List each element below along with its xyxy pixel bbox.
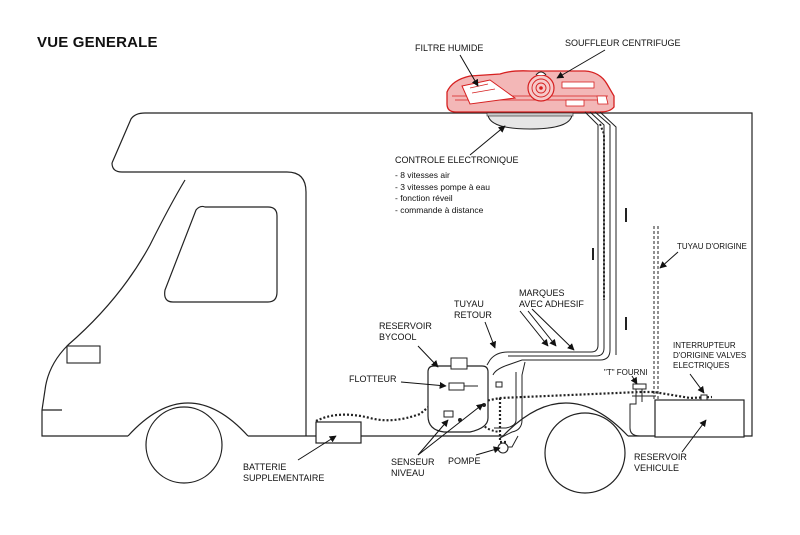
feature-item: - fonction réveil bbox=[395, 193, 453, 203]
feature-item: - commande à distance bbox=[395, 204, 484, 215]
rear-wheel-arch bbox=[502, 402, 629, 437]
extra-battery bbox=[315, 421, 362, 444]
controle-features-list: - 8 vitesses air - 3 vitesses pompe à ea… bbox=[395, 170, 490, 216]
label-batterie-line1: BATTERIE bbox=[243, 462, 287, 472]
label-filtre-humide: FILTRE HUMIDE bbox=[415, 43, 484, 53]
headlight bbox=[66, 345, 101, 364]
centrifugal-fan-icon bbox=[527, 71, 555, 102]
label-interrupteur: INTERRUPTEUR D'ORIGINE VALVES ELECTRIQUE… bbox=[673, 341, 746, 371]
label-interrupteur-line1: INTERRUPTEUR bbox=[673, 341, 736, 350]
label-tuyau-retour-line2: RETOUR bbox=[454, 310, 492, 320]
feature-item: - 3 vitesses pompe à eau bbox=[395, 181, 490, 192]
bycool-reservoir bbox=[427, 357, 503, 433]
control-module bbox=[487, 114, 573, 130]
label-souffleur: SOUFFLEUR CENTRIFUGE bbox=[565, 38, 681, 48]
label-reservoir-vehicule-line2: VEHICULE bbox=[634, 463, 680, 473]
label-batterie-line2: SUPPLEMENTAIRE bbox=[243, 473, 325, 483]
label-interrupteur-line2: D'ORIGINE VALVES bbox=[673, 351, 747, 360]
front-wheel bbox=[145, 406, 223, 484]
label-senseur: SENSEUR NIVEAU bbox=[391, 457, 435, 479]
label-interrupteur-line3: ELECTRIQUES bbox=[673, 361, 730, 370]
leader-lines bbox=[297, 49, 707, 461]
label-reservoir-vehicule-line1: RESERVOIR bbox=[634, 452, 687, 462]
label-tuyau-origine: TUYAU D'ORIGINE bbox=[677, 242, 747, 251]
label-reservoir-bycool: RESERVOIR BYCOOL bbox=[379, 321, 432, 343]
label-batterie: BATTERIE SUPPLEMENTAIRE bbox=[243, 462, 324, 484]
label-reservoir-vehicule: RESERVOIR VEHICULE bbox=[634, 452, 687, 474]
cab-window bbox=[164, 205, 278, 303]
label-controle: CONTROLE ELECTRONIQUE bbox=[395, 155, 519, 165]
label-marques-line1: MARQUES bbox=[519, 288, 565, 298]
plumbing-lines bbox=[315, 111, 713, 448]
label-tuyau-retour: TUYAU RETOUR bbox=[454, 299, 492, 321]
label-senseur-line2: NIVEAU bbox=[391, 468, 425, 478]
label-tuyau-retour-line1: TUYAU bbox=[454, 299, 484, 309]
label-t-fourni: "T" FOURNI bbox=[604, 368, 648, 377]
label-pompe: POMPE bbox=[448, 456, 481, 466]
feature-item: - 8 vitesses air bbox=[395, 170, 450, 180]
label-reservoir-bycool-line2: BYCOOL bbox=[379, 332, 417, 342]
label-reservoir-bycool-line1: RESERVOIR bbox=[379, 321, 432, 331]
label-marques: MARQUES AVEC ADHESIF bbox=[519, 288, 584, 310]
rear-wheel bbox=[544, 412, 626, 494]
label-marques-line2: AVEC ADHESIF bbox=[519, 299, 584, 309]
front-wheel-arch bbox=[127, 402, 249, 437]
page-title: VUE GENERALE bbox=[37, 34, 158, 51]
label-senseur-line1: SENSEUR bbox=[391, 457, 435, 467]
vehicle-tank bbox=[654, 399, 745, 438]
label-flotteur: FLOTTEUR bbox=[349, 374, 397, 384]
